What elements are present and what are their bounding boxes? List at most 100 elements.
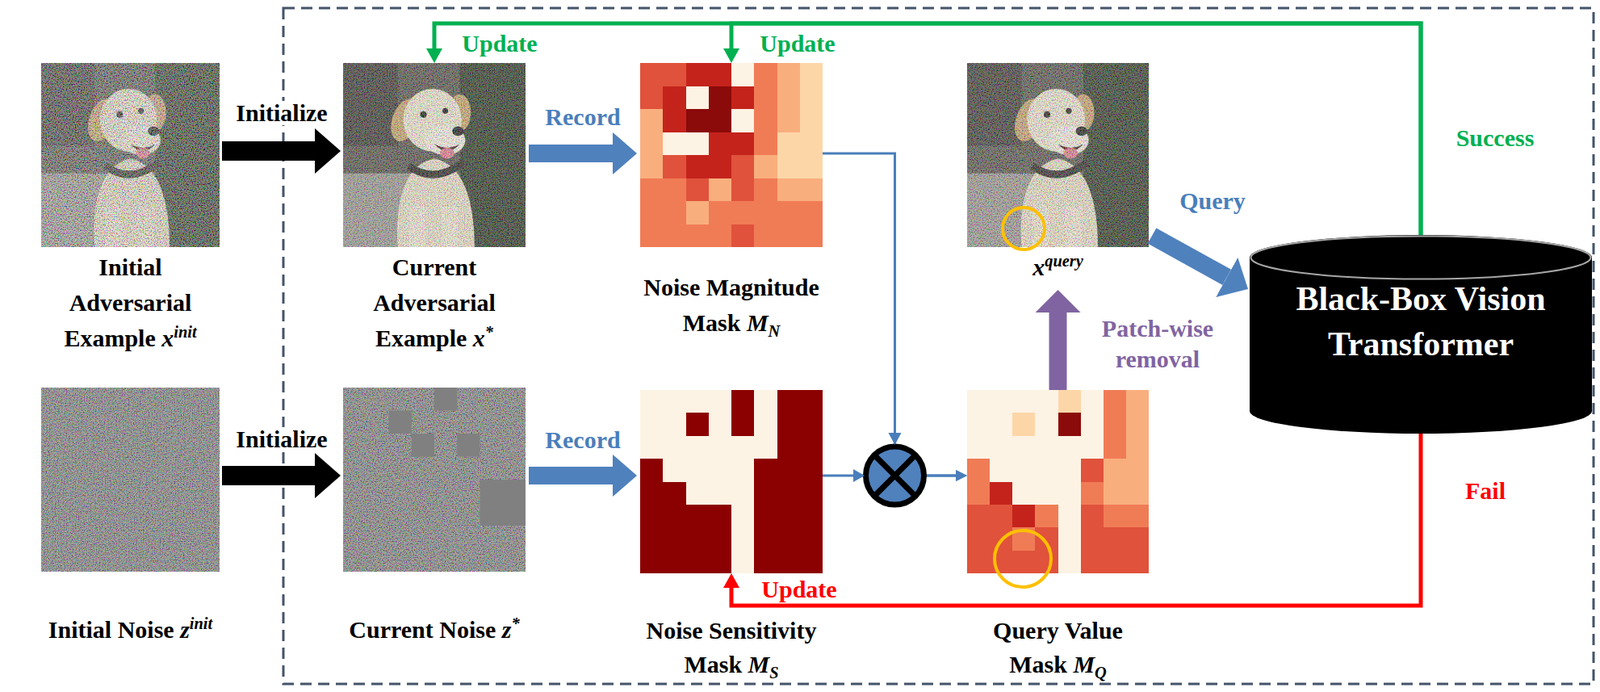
mask-cell — [686, 132, 710, 156]
mask-cell — [662, 412, 687, 436]
mask-cell — [1058, 389, 1082, 414]
image-panel: Initial Noise zinit — [41, 387, 220, 572]
panel-caption: xquery — [977, 249, 1140, 285]
panel-caption: Initial Adversarial Example xinit — [41, 249, 220, 357]
mask-cell — [731, 458, 755, 482]
mask-cell — [800, 86, 824, 110]
mask-cell — [1034, 527, 1059, 551]
noise-overlay — [41, 62, 220, 248]
mask-cell — [640, 62, 664, 87]
mask-cell — [708, 435, 733, 460]
mask-cell — [662, 527, 687, 551]
mask-cell — [967, 435, 991, 460]
mask-cell — [662, 435, 687, 460]
arrow-label: Record — [542, 104, 623, 130]
mask-cell — [1012, 481, 1036, 506]
caption-words: Initial Noise — [48, 615, 181, 643]
status-label: Success — [1453, 125, 1538, 151]
mask-cell — [777, 201, 801, 225]
mask-cell — [1034, 550, 1059, 574]
mask-cell — [662, 481, 687, 506]
mask-cell — [731, 389, 755, 414]
mask-cell — [1012, 389, 1036, 414]
flow-arrow — [221, 465, 315, 486]
arrow-head — [888, 432, 902, 445]
mask-cell — [640, 481, 664, 506]
image-panel: Noise Magnitude Mask MN — [640, 62, 823, 248]
mask-cell — [686, 201, 710, 225]
mask-cell — [753, 527, 778, 551]
mask-cell — [1080, 389, 1105, 414]
flow-arrow — [528, 466, 613, 485]
mask-cell — [708, 389, 733, 414]
mask-cell — [800, 412, 824, 436]
mask-cell — [1126, 435, 1150, 460]
mask-cell — [777, 224, 801, 248]
mask-cell — [1012, 412, 1036, 436]
image-panel: Current Adversarial Example x* — [343, 62, 526, 248]
mask-cell — [686, 550, 710, 574]
mask-cell — [662, 178, 687, 202]
mask-cell — [708, 108, 733, 133]
mask-cell — [1080, 458, 1105, 482]
mask-cell — [1126, 412, 1150, 436]
noise-overlay — [967, 62, 1149, 248]
mask-cell — [777, 504, 801, 528]
multiply-cross — [875, 455, 916, 496]
math-index: N — [768, 322, 781, 340]
mask-cell — [640, 550, 664, 574]
query-image — [967, 62, 1149, 248]
math-symbol: x — [473, 324, 486, 352]
mask-cell — [800, 108, 824, 133]
adversarial-image — [41, 62, 220, 248]
status-label: Fail — [1462, 478, 1508, 503]
mask-cell — [1103, 504, 1127, 528]
mask-cell — [662, 108, 687, 133]
math-index: S — [769, 663, 779, 682]
math-index: query — [1044, 251, 1084, 270]
mask-cell — [731, 224, 755, 248]
mask-cell — [1012, 435, 1036, 460]
panel-caption: Noise Sensitivity Mask MS — [634, 613, 829, 682]
mask-cell — [1126, 389, 1150, 414]
noise-ground — [41, 387, 220, 572]
dog-photo — [343, 62, 526, 248]
arrow-label: Update — [758, 577, 839, 602]
image-panel: xquery — [967, 62, 1149, 248]
mask-cell — [989, 481, 1014, 506]
mask-cell — [777, 178, 801, 202]
removed-patch — [434, 387, 457, 411]
mask-cell — [800, 389, 824, 414]
mask-cell — [731, 178, 755, 202]
mask-cell — [708, 224, 733, 248]
mask-cell — [777, 481, 801, 506]
mask-cell — [777, 108, 801, 133]
mask-cell — [989, 504, 1014, 528]
mask-cell — [1126, 481, 1150, 506]
mask-cell — [662, 389, 687, 414]
mask-cell — [686, 154, 710, 179]
mask-cell — [1034, 504, 1059, 528]
mask-cell — [731, 481, 755, 506]
mask-cell — [640, 178, 664, 202]
caption-words: Noise Sensitivity Mask — [646, 616, 817, 678]
mask-cell — [777, 527, 801, 551]
flow-arrow — [434, 23, 1421, 235]
dog-photo — [967, 62, 1149, 248]
mask-cell — [686, 527, 710, 551]
mask-cell — [753, 481, 778, 506]
cylinder-body — [1249, 234, 1592, 434]
arrow-label: Update — [459, 31, 540, 56]
mask-cell — [753, 550, 778, 574]
mask-cell — [1034, 481, 1059, 506]
panel-caption: Current Noise z* — [329, 612, 540, 647]
mask-cell — [1103, 389, 1127, 414]
mask-cell — [1058, 527, 1082, 551]
image-panel: Query Value Mask MQ — [967, 389, 1149, 574]
adversarial-image — [343, 62, 526, 248]
mask-cell — [662, 550, 687, 574]
math-index: Q — [1094, 663, 1107, 682]
mask-cell — [686, 389, 710, 414]
mask-cell — [731, 504, 755, 528]
mask-cell — [800, 481, 824, 506]
